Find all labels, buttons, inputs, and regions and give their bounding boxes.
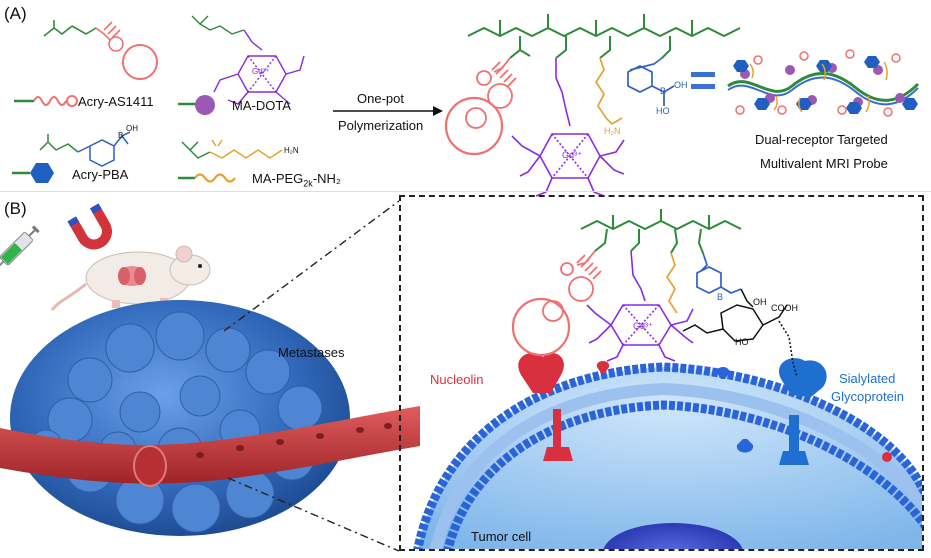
- product-title-line2: Multivalent MRI Probe: [760, 156, 888, 171]
- panel-b-label: (B): [4, 199, 27, 218]
- syringe-icon: [0, 225, 40, 271]
- sialylated-glycoprotein: [779, 358, 827, 465]
- b-cooh-label: COOH: [771, 303, 798, 313]
- ma-peg-structure: [181, 139, 283, 159]
- nucleolin-receptor: [518, 353, 573, 461]
- legend-peg-icon: [178, 173, 236, 183]
- tumor-cell-label: Tumor cell: [471, 529, 532, 544]
- legend-aptamer-label: Acry-AS1411: [78, 94, 154, 109]
- b-oh-label: OH: [753, 297, 767, 307]
- magnet-icon: [67, 203, 112, 250]
- cell-drawing: [413, 209, 922, 549]
- product-gd-label: Gd³⁺: [562, 150, 582, 160]
- panel-divider: [0, 191, 931, 192]
- sialic-acid-structure: [682, 288, 798, 378]
- probe-aptamer-loops: [735, 49, 901, 117]
- reaction-line2: Polymerization: [338, 118, 424, 133]
- product-title-line1: Dual-receptor Targeted: [755, 132, 888, 147]
- b-boron-label: B: [717, 292, 724, 302]
- probe-peg-tails: [749, 61, 888, 113]
- dota-gd-label: Gd³⁺: [252, 67, 270, 76]
- peg-nh2-label: H₂N: [284, 146, 299, 155]
- peg-chain-a: [594, 57, 623, 125]
- metastases-tumor: [10, 300, 350, 536]
- nucleolin-label: Nucleolin: [430, 372, 484, 387]
- legend-peg-prefix: MA-PEG: [252, 171, 304, 186]
- product-ho-label: HO: [656, 106, 670, 116]
- probe-pba-hexagons: [733, 56, 918, 114]
- pba-chain-a: [627, 57, 675, 106]
- pba-b-label: B: [118, 131, 124, 140]
- sialylated-label-line2: Glycoprotein: [831, 389, 904, 404]
- zoom-connector-lines: [223, 200, 400, 552]
- aptamer-b: [511, 250, 602, 357]
- legend-peg-suffix: -NH₂: [312, 171, 341, 186]
- peg-chain-b: [665, 252, 678, 314]
- small-blue-receptor: [716, 367, 754, 453]
- aptamer-a: [444, 57, 517, 156]
- reaction-line1: One-pot: [357, 91, 404, 106]
- acry-as1411-structure: [43, 20, 158, 80]
- blood-vessel: [0, 406, 420, 487]
- legend-pba-label: Acry-PBA: [72, 167, 129, 182]
- metastases-label: Metastases: [278, 345, 345, 360]
- legend-pba-icon: [12, 163, 54, 183]
- panel-a-label: (A): [4, 4, 27, 23]
- legend-peg-sub: 2k: [303, 178, 313, 189]
- product-oh-label: OH: [674, 80, 688, 90]
- legend-peg-label: MA-PEG2k-NH₂: [252, 171, 341, 189]
- mouse-icon: [50, 245, 211, 311]
- sialylated-label-line1: Sialylated: [839, 371, 896, 386]
- legend-dota-label: MA-DOTA: [232, 98, 291, 113]
- pba-chain-b: [696, 252, 742, 294]
- small-red-receptor: [596, 361, 610, 373]
- acry-pba-structure: [39, 131, 131, 167]
- ma-dota-structure: [191, 15, 305, 105]
- polymer-backbone-a: [467, 14, 741, 59]
- legend-dota-icon: [178, 95, 215, 115]
- equals-sign: [691, 72, 715, 89]
- multivalent-probe-chain: [727, 72, 920, 106]
- dota-chain-a: [511, 58, 625, 197]
- polymer-backbone-b: [580, 209, 742, 254]
- product-b-label: B: [660, 86, 667, 96]
- product-nh2-label: H₂N: [604, 126, 621, 136]
- b-ho-label: HO: [735, 337, 749, 347]
- dota-chain-b: [586, 250, 694, 362]
- legend-aptamer-icon: [14, 95, 78, 107]
- cell-zoom-frame: Gd³⁺ B OH COOH HO Nucleolin Sialylated G…: [399, 195, 924, 551]
- pba-oh-label: OH: [126, 124, 138, 133]
- reaction-arrow: [333, 106, 443, 116]
- b-gd-label: Gd³⁺: [633, 321, 653, 331]
